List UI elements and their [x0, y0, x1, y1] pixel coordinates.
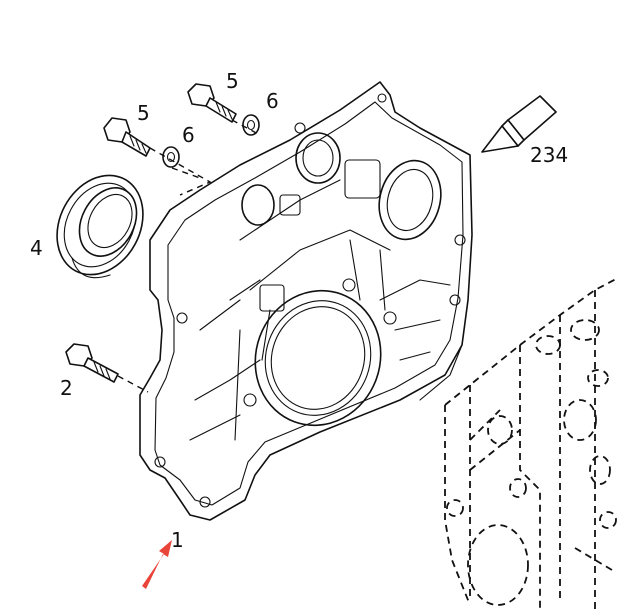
leader-lines	[117, 119, 261, 393]
oil-seal	[56, 174, 144, 279]
callout-4: 4	[30, 236, 43, 260]
sensor-part	[481, 95, 557, 153]
callout-234: 234	[530, 143, 568, 167]
callout-6-left: 6	[182, 123, 195, 147]
callout-2: 2	[60, 376, 73, 400]
callout-5-right: 5	[226, 69, 239, 93]
bolt-upper-right	[187, 83, 237, 123]
washer-upper-right	[242, 114, 260, 136]
callout-6-right: 6	[266, 89, 279, 113]
callout-5-left: 5	[137, 101, 150, 125]
bolt-lower	[65, 343, 119, 383]
bolt-upper-left	[103, 117, 151, 157]
timing-cover	[139, 81, 473, 521]
red-arrow-icon	[142, 540, 172, 589]
engine-block-outline	[444, 277, 618, 612]
washer-upper-left	[162, 146, 180, 168]
callout-1: 1	[171, 528, 184, 552]
